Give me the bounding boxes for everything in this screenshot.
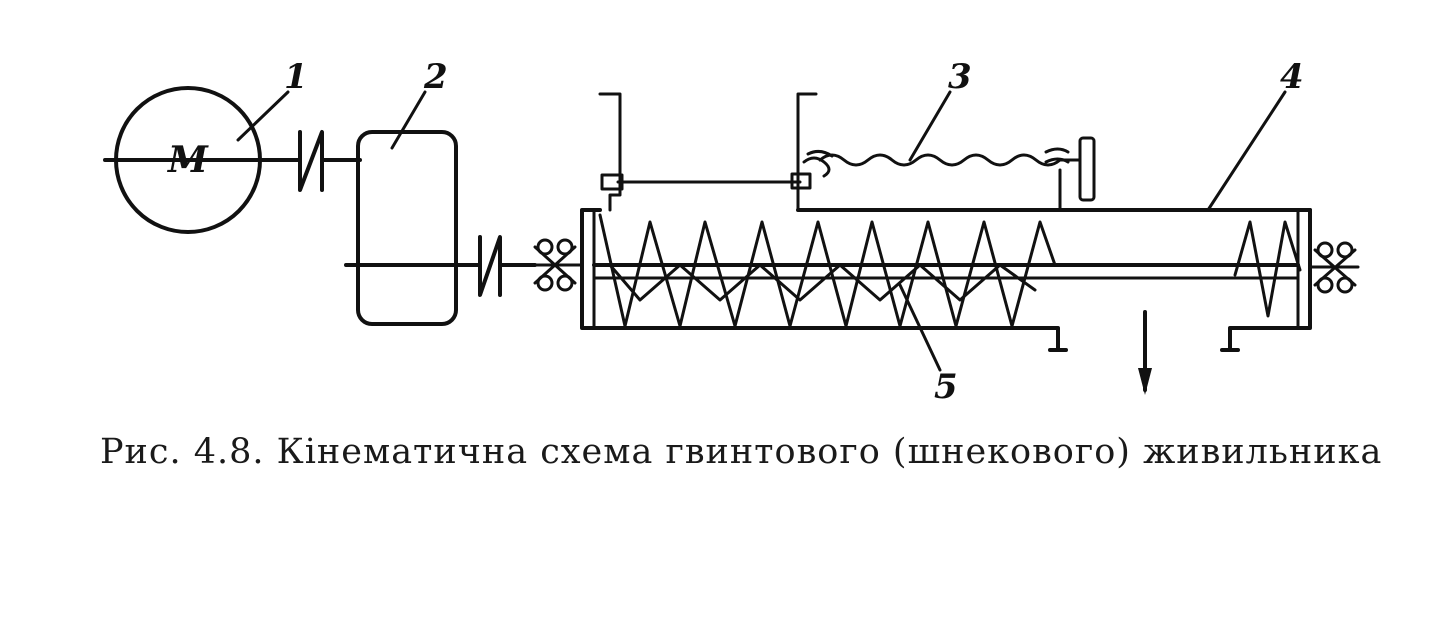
- screw-shaft: [592, 263, 1300, 280]
- callout-5: 5: [934, 367, 958, 407]
- adjusting-screw: [818, 136, 1096, 212]
- callout-4: 4: [1280, 57, 1304, 97]
- leader-lines: [236, 90, 1287, 372]
- callout-2: 2: [423, 57, 448, 97]
- trough-casing: [580, 208, 1312, 352]
- figure-caption: Рис. 4.8. Кінематична схема гвинтового (…: [100, 432, 1383, 472]
- right-bearing: [1308, 241, 1360, 294]
- gate-mechanism: [598, 92, 834, 212]
- coupling-motor-gearbox: [298, 130, 362, 192]
- motor-symbol: M: [166, 139, 209, 181]
- gearbox: [344, 130, 482, 326]
- electric-motor: [103, 86, 302, 234]
- screw-flights: [598, 213, 1302, 328]
- discharge-arrow: [1138, 310, 1152, 395]
- left-bearing: [533, 238, 582, 292]
- coupling-gearbox-shaft: [478, 235, 537, 297]
- callout-1: 1: [284, 57, 308, 97]
- callout-3: 3: [948, 57, 972, 97]
